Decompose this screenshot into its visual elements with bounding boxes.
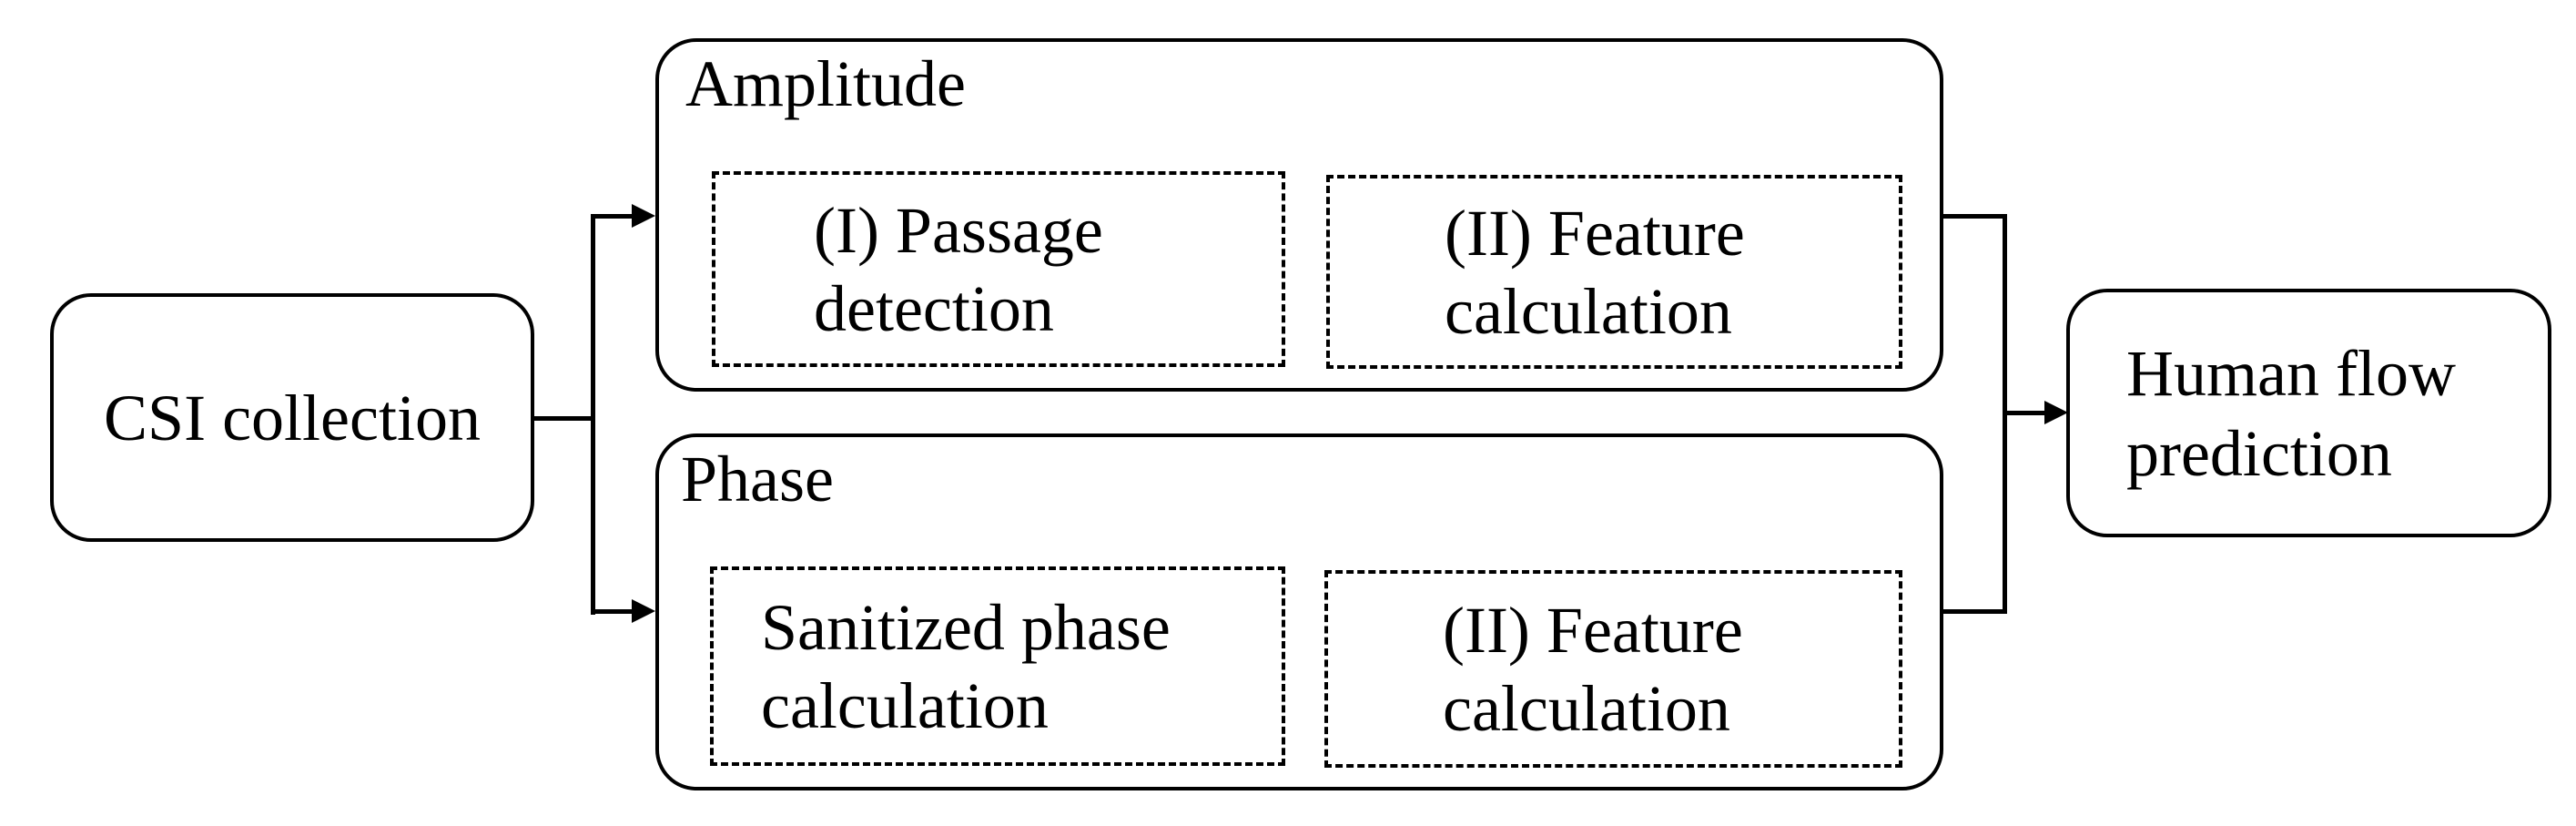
- passage-detection-line1: (I) Passage: [814, 193, 1103, 267]
- connector-branch-bottom: [591, 609, 636, 614]
- amplitude-feature-line2: calculation: [1445, 274, 1732, 348]
- arrow-right-icon: [632, 204, 655, 228]
- connector-branch-top: [591, 214, 636, 219]
- amplitude-group-label: Amplitude: [685, 47, 966, 120]
- phase-feature-line2: calculation: [1443, 671, 1730, 745]
- phase-group-label: Phase: [681, 443, 834, 515]
- passage-detection-line2: detection: [814, 271, 1054, 345]
- passage-detection-step: (I) Passage detection: [712, 171, 1285, 367]
- connector-merge-arrow-line: [2003, 411, 2046, 415]
- connector-branch-vertical: [591, 214, 595, 615]
- prediction-line2: prediction: [2126, 416, 2392, 490]
- connector-csi-out: [531, 416, 594, 421]
- arrow-right-icon: [632, 599, 655, 623]
- human-flow-prediction-node: Human flow prediction: [2066, 289, 2551, 537]
- amplitude-feature-calculation-step: (II) Feature calculation: [1326, 175, 1902, 369]
- arrow-right-icon: [2044, 401, 2068, 424]
- amplitude-feature-line1: (II) Feature: [1445, 196, 1745, 270]
- sanitized-phase-line2: calculation: [761, 668, 1049, 742]
- sanitized-phase-line1: Sanitized phase: [761, 590, 1171, 664]
- phase-feature-calculation-step: (II) Feature calculation: [1324, 570, 1902, 768]
- csi-collection-label: CSI collection: [104, 381, 481, 454]
- phase-feature-line1: (II) Feature: [1443, 593, 1743, 667]
- connector-amplitude-out: [1940, 214, 2007, 219]
- prediction-line1: Human flow: [2126, 336, 2456, 410]
- connector-phase-out: [1940, 609, 2007, 614]
- csi-collection-node: CSI collection: [50, 293, 534, 542]
- sanitized-phase-step: Sanitized phase calculation: [710, 566, 1285, 766]
